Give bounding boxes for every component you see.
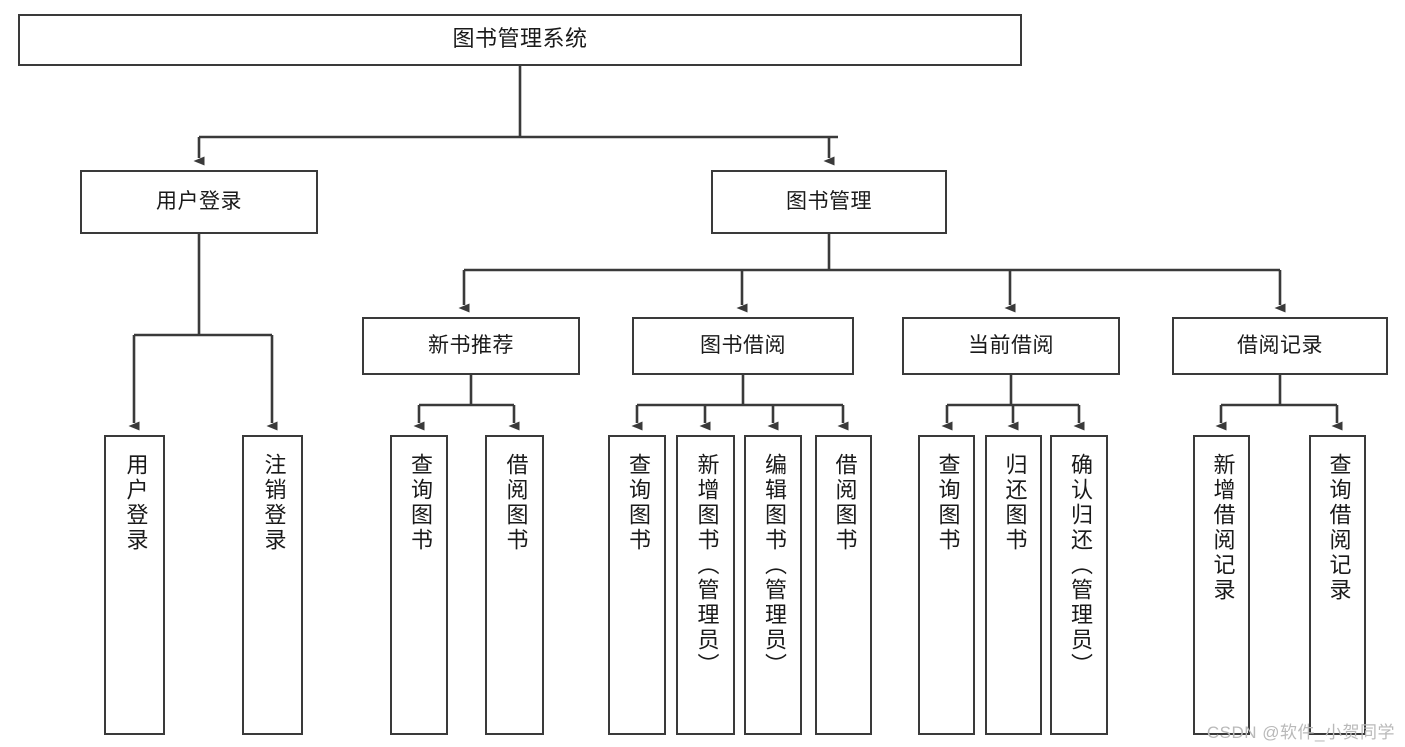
leaf-node-label: 查询图书 [934, 453, 960, 553]
node-borrow-record[interactable]: 借阅记录 [1172, 317, 1388, 375]
node-book-borrow[interactable]: 图书借阅 [632, 317, 854, 375]
leaf-node-label: 新增图书（管理员） [693, 453, 719, 678]
leaf-node[interactable]: 用户登录 [104, 435, 165, 735]
leaf-node[interactable]: 查询图书 [390, 435, 448, 735]
node-root[interactable]: 图书管理系统 [18, 14, 1022, 66]
leaf-node-label: 编辑图书（管理员） [761, 453, 786, 678]
node-new-book-recommend[interactable]: 新书推荐 [362, 317, 580, 375]
leaf-node-label: 注销登录 [260, 453, 286, 553]
node-root-label: 图书管理系统 [452, 26, 588, 52]
node-current-borrow[interactable]: 当前借阅 [902, 317, 1120, 375]
leaf-node-label: 用户登录 [122, 453, 148, 553]
node-book-management-label: 图书管理 [786, 189, 872, 214]
node-user-login-label: 用户登录 [156, 189, 242, 214]
leaf-node-label: 查询借阅记录 [1325, 453, 1351, 603]
leaf-node[interactable]: 编辑图书（管理员） [744, 435, 802, 735]
leaf-node[interactable]: 查询借阅记录 [1309, 435, 1366, 735]
leaf-node-label: 归还图书 [1001, 453, 1027, 553]
leaf-node[interactable]: 查询图书 [918, 435, 975, 735]
leaf-node[interactable]: 查询图书 [608, 435, 666, 735]
leaf-node-label: 新增借阅记录 [1209, 453, 1235, 603]
leaf-node[interactable]: 注销登录 [242, 435, 303, 735]
leaf-node[interactable]: 借阅图书 [815, 435, 872, 735]
node-borrow-record-label: 借阅记录 [1237, 333, 1323, 358]
leaf-node-label: 查询图书 [625, 453, 650, 553]
leaf-node[interactable]: 借阅图书 [485, 435, 544, 735]
node-current-borrow-label: 当前借阅 [968, 333, 1054, 358]
leaf-node[interactable]: 确认归还（管理员） [1050, 435, 1108, 735]
leaf-node-label: 借阅图书 [831, 453, 857, 553]
leaf-node-label: 借阅图书 [502, 453, 528, 553]
node-book-management[interactable]: 图书管理 [711, 170, 947, 234]
node-new-book-recommend-label: 新书推荐 [428, 333, 514, 358]
leaf-node[interactable]: 新增借阅记录 [1193, 435, 1250, 735]
node-book-borrow-label: 图书借阅 [700, 333, 786, 358]
leaf-node[interactable]: 归还图书 [985, 435, 1042, 735]
leaf-node-label: 查询图书 [407, 453, 432, 553]
node-user-login[interactable]: 用户登录 [80, 170, 318, 234]
leaf-node[interactable]: 新增图书（管理员） [676, 435, 735, 735]
leaf-node-label: 确认归还（管理员） [1067, 453, 1092, 678]
